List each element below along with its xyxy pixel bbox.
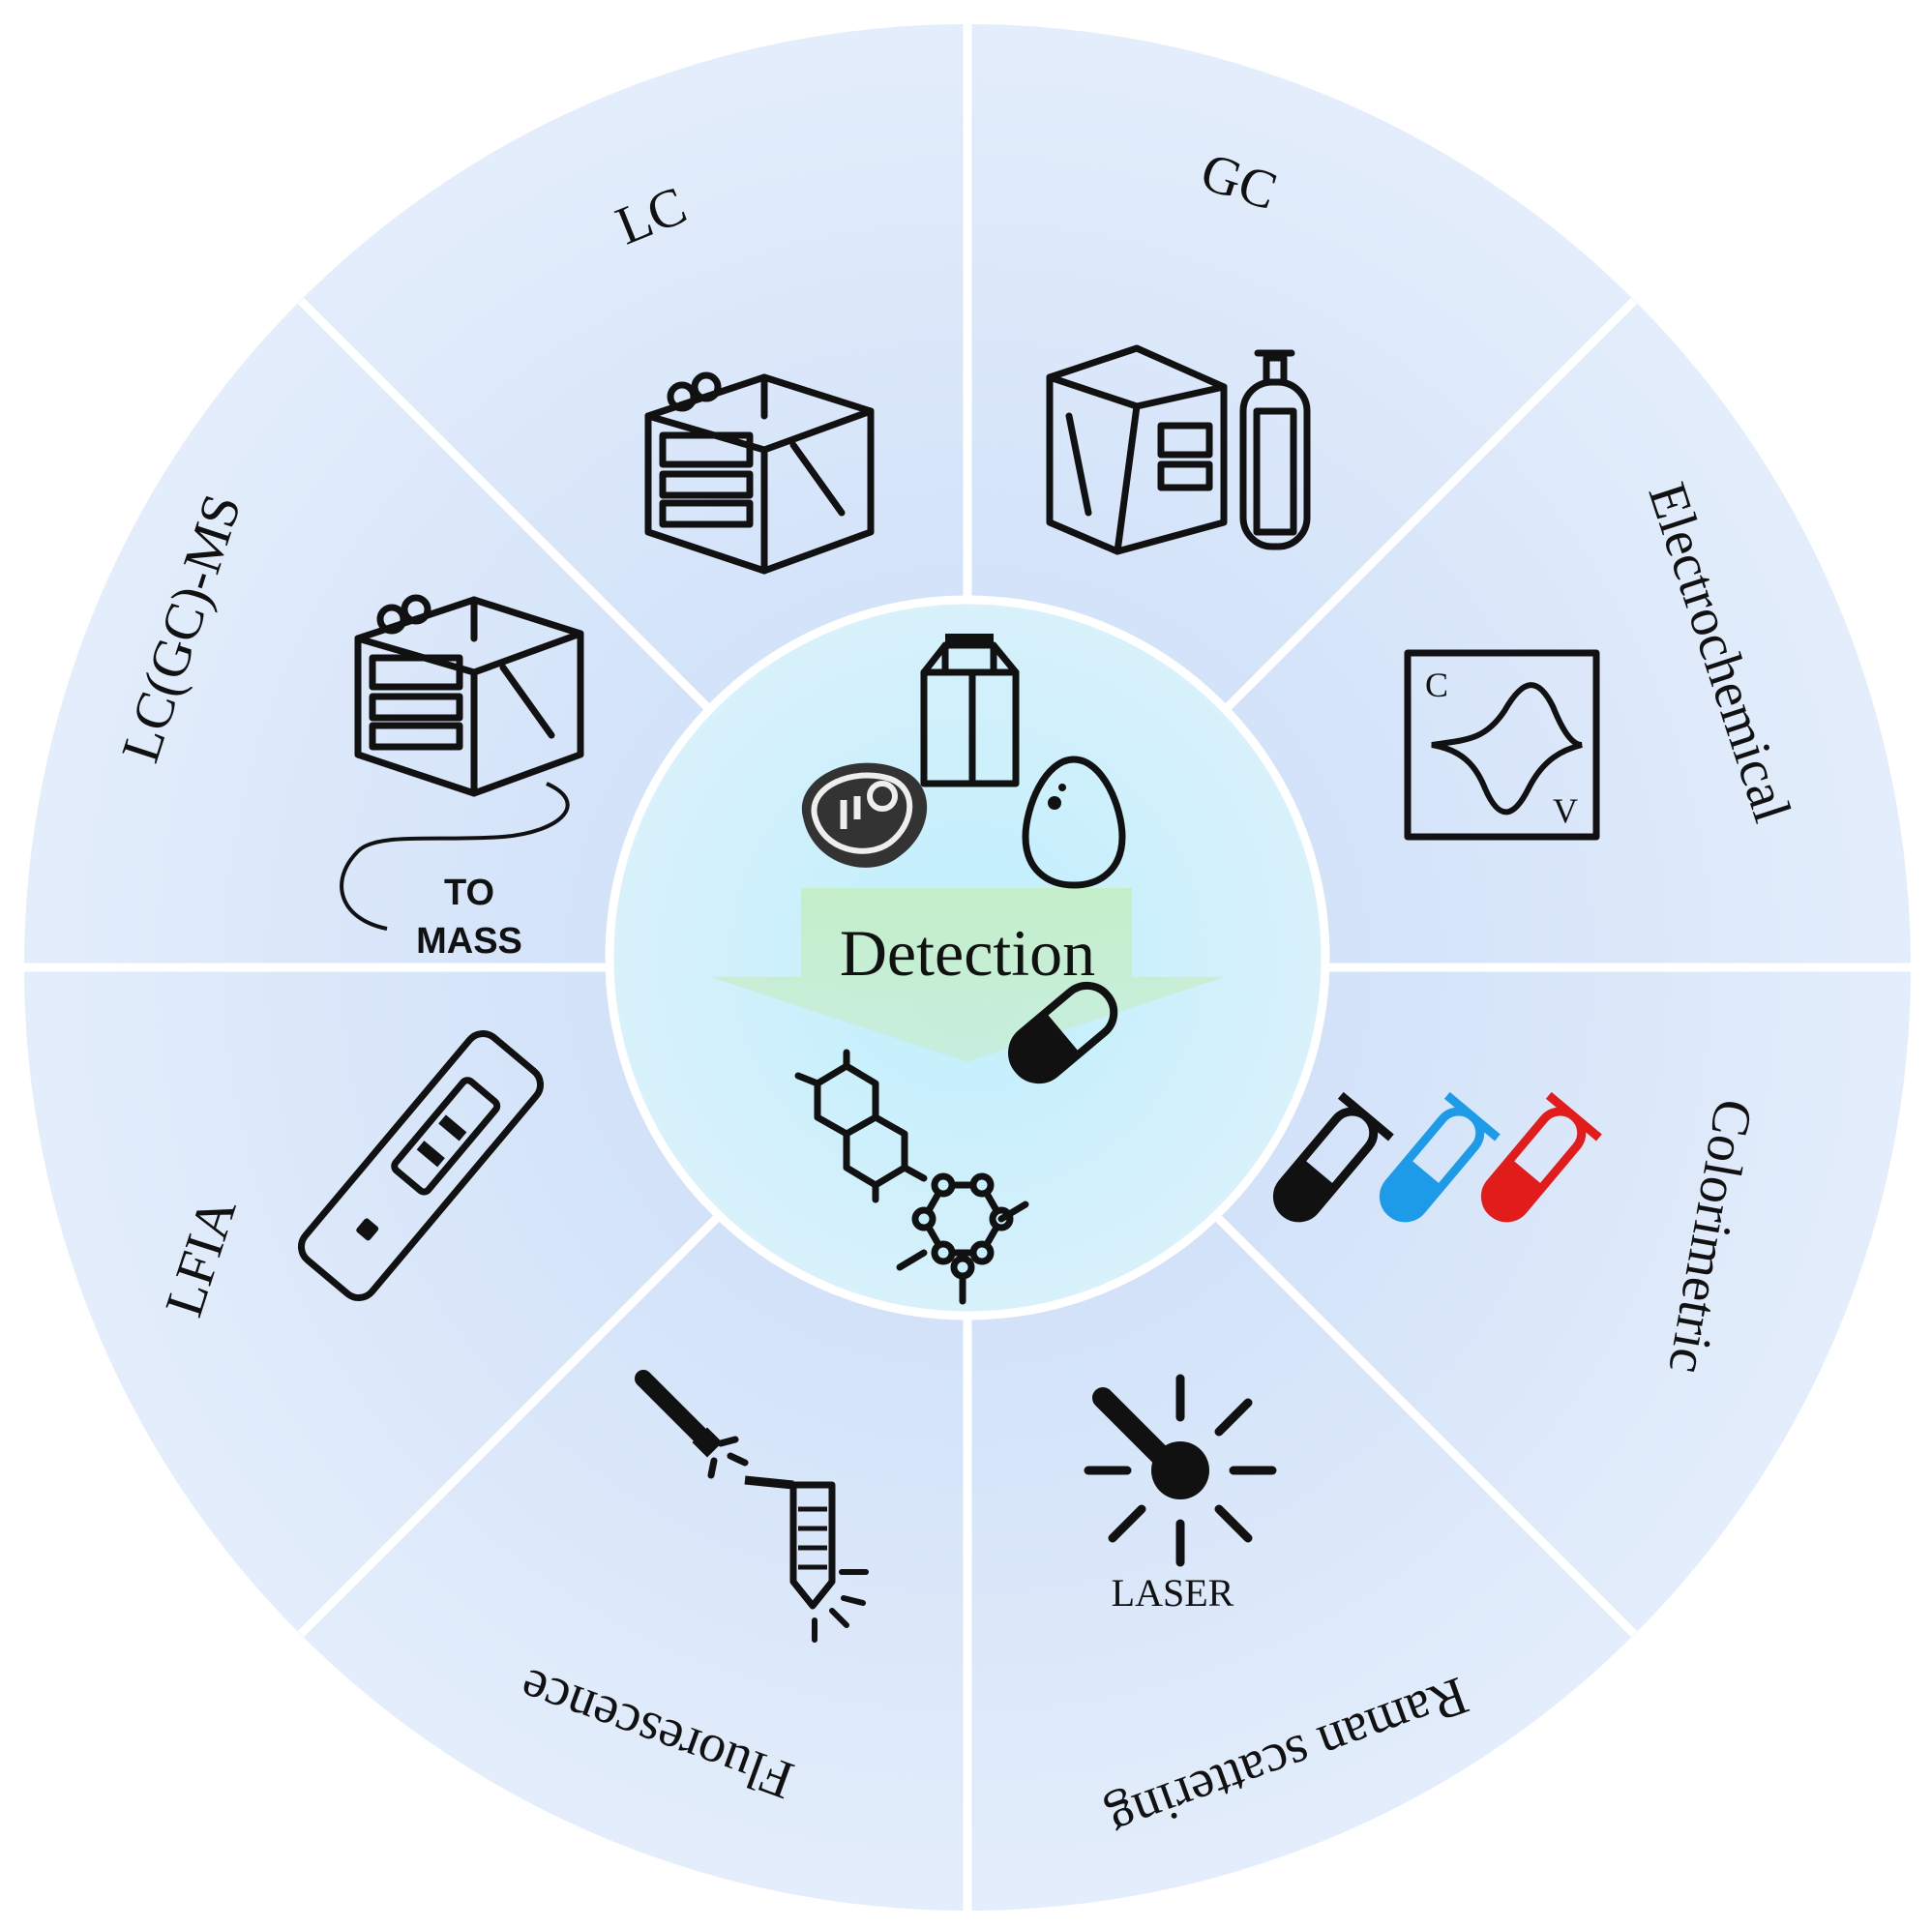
to-mass-line2: MASS xyxy=(416,921,522,962)
test-tubes-icon xyxy=(1272,1091,1602,1223)
molecule-ring-icon xyxy=(896,1172,1029,1305)
lc-instrument-icon xyxy=(644,371,875,575)
to-mass-line1: TO xyxy=(444,873,494,913)
laser-label: LASER xyxy=(1112,1571,1234,1615)
molecule-hexagon-icon xyxy=(794,1049,928,1203)
lcms-instrument-icon xyxy=(354,594,584,797)
egg-icon xyxy=(1022,756,1126,889)
fluorescence-pipette-icon xyxy=(635,1370,869,1643)
meat-steak-icon xyxy=(801,762,928,868)
detection-arrow xyxy=(711,888,1224,1062)
axis-label-c: C xyxy=(1425,666,1448,704)
gc-instrument-icon xyxy=(1046,344,1228,555)
gas-cylinder-icon xyxy=(1239,349,1311,550)
laser-icon: LASER xyxy=(1084,1374,1277,1615)
axis-label-v: V xyxy=(1553,791,1578,830)
lateral-flow-strip-icon xyxy=(297,1030,545,1301)
pill-capsule-icon xyxy=(1008,981,1118,1084)
milk-carton-icon xyxy=(920,634,1020,787)
ms-cable xyxy=(340,782,570,931)
cyclic-voltammogram-icon: C V xyxy=(1404,649,1600,841)
center-label: Detection xyxy=(840,916,1095,990)
